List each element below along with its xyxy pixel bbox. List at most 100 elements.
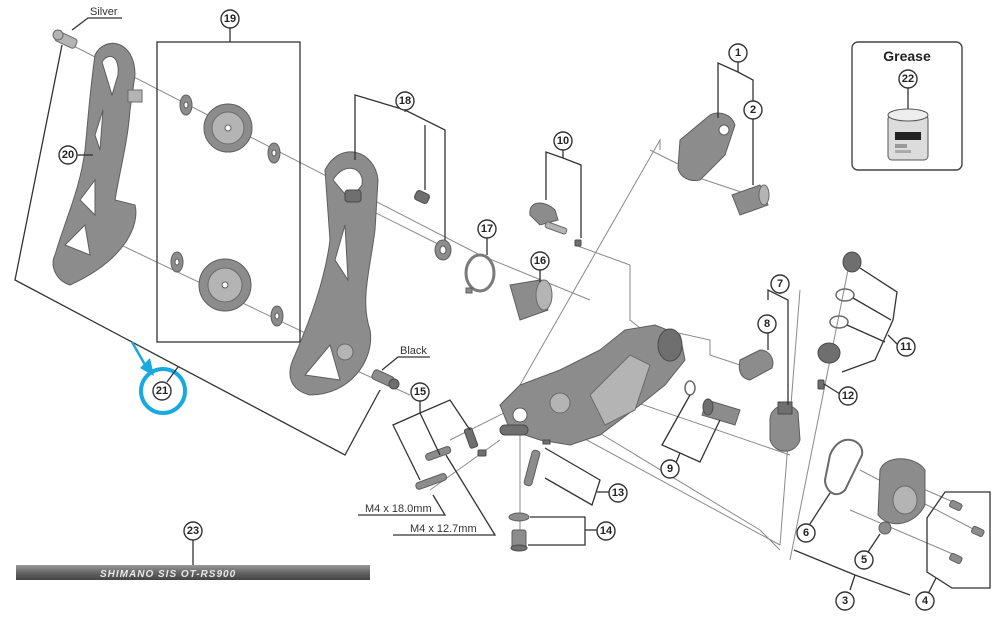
part-1-b-axle-link[interactable] <box>677 112 736 181</box>
part-17-ring[interactable] <box>464 253 496 294</box>
callout-17[interactable]: 17 <box>477 219 497 239</box>
part-18-inner-cage-plate[interactable] <box>289 151 452 396</box>
grease-title: Grease <box>883 48 931 64</box>
silver-bolt[interactable] <box>52 29 78 49</box>
callout-circle <box>220 9 240 29</box>
part-19-guide-pulley[interactable] <box>179 94 281 164</box>
bracket-21 <box>14 44 381 456</box>
callout-8[interactable]: 8 <box>757 314 777 334</box>
part-10-cable-fixing[interactable] <box>529 202 582 247</box>
callout-number: 16 <box>534 255 546 267</box>
part-23-cable-housing[interactable]: SHIMANO SIS OT-RS900 <box>16 565 370 580</box>
bracket-15 <box>392 399 471 481</box>
part-13-pin[interactable] <box>523 439 551 487</box>
callout-22[interactable]: 22 <box>898 69 918 89</box>
callout-circle <box>796 523 816 543</box>
callout-number: 9 <box>667 463 673 475</box>
callout-number: 18 <box>399 95 411 107</box>
part-2-b-axle[interactable] <box>731 184 770 216</box>
bracket-10 <box>545 150 582 238</box>
callout-circle <box>743 100 763 120</box>
part-9-adjuster[interactable] <box>684 380 741 426</box>
callout-number: 4 <box>922 595 929 607</box>
callout-circle <box>896 337 916 357</box>
callout-12[interactable]: 12 <box>838 386 858 406</box>
part-7-cable-guide[interactable] <box>769 401 801 452</box>
part-19-tension-pulley[interactable] <box>170 251 284 327</box>
callout-circle <box>660 459 680 479</box>
callout-number: 3 <box>842 595 848 607</box>
callout-circle <box>835 591 855 611</box>
callout-circle <box>838 386 858 406</box>
part-16-spring[interactable] <box>509 279 553 321</box>
callout-circle <box>770 274 790 294</box>
callout-20[interactable]: 20 <box>58 145 78 165</box>
callout-number: 14 <box>600 525 613 537</box>
callout-15[interactable]: 15 <box>410 382 430 402</box>
callout-13[interactable]: 13 <box>608 483 628 503</box>
callout-18[interactable]: 18 <box>395 91 415 111</box>
callout-number: 11 <box>900 341 912 353</box>
callout-number: 13 <box>612 487 624 499</box>
part-15-bolts[interactable] <box>415 427 487 490</box>
label-bolt-18mm: M4 x 18.0mm <box>365 503 432 515</box>
label-silver: Silver <box>90 6 118 18</box>
callout-3[interactable]: 3 <box>835 591 855 611</box>
callout-number: 15 <box>414 386 426 398</box>
callout-16[interactable]: 16 <box>530 251 550 271</box>
part-14-washer-bushing[interactable] <box>508 512 530 552</box>
callout-number: 7 <box>777 278 783 290</box>
black-bolt[interactable] <box>371 369 400 390</box>
callout-7[interactable]: 7 <box>770 274 790 294</box>
part-4-screws[interactable] <box>949 499 985 565</box>
callout-circle <box>152 381 172 401</box>
part-6-gasket[interactable] <box>823 438 864 496</box>
part-12-screw[interactable] <box>817 379 825 390</box>
callout-circle <box>854 550 874 570</box>
callout-circle <box>898 69 918 89</box>
grease-jar[interactable] <box>887 108 929 161</box>
callout-5[interactable]: 5 <box>854 550 874 570</box>
callout-number: 6 <box>803 527 809 539</box>
part-8-stopper[interactable] <box>738 349 774 381</box>
cable-print: SHIMANO SIS OT-RS900 <box>100 569 236 580</box>
callout-14[interactable]: 14 <box>596 521 616 541</box>
part-11-bushing-set[interactable] <box>817 251 862 364</box>
callout-21[interactable]: 21 <box>152 381 172 401</box>
callout-circle <box>596 521 616 541</box>
callout-number: 2 <box>750 104 756 116</box>
callout-23[interactable]: 23 <box>183 521 203 541</box>
label-bolt-12-7mm: M4 x 12.7mm <box>410 523 477 535</box>
label-black: Black <box>400 345 427 357</box>
callout-number: 23 <box>187 525 199 537</box>
callout-circle <box>915 591 935 611</box>
callout-circle <box>757 314 777 334</box>
callout-circle <box>410 382 430 402</box>
main-body-assembly[interactable] <box>499 324 686 446</box>
callout-1[interactable]: 1 <box>728 43 748 63</box>
callout-9[interactable]: 9 <box>660 459 680 479</box>
callout-2[interactable]: 2 <box>743 100 763 120</box>
callout-circle <box>728 43 748 63</box>
callout-number: 17 <box>481 223 493 235</box>
callout-number: 20 <box>62 149 74 161</box>
callout-circle <box>530 251 550 271</box>
callout-number: 5 <box>861 554 867 566</box>
callout-19[interactable]: 19 <box>220 9 240 29</box>
callout-4[interactable]: 4 <box>915 591 935 611</box>
callout-6[interactable]: 6 <box>796 523 816 543</box>
callout-number: 22 <box>902 73 914 85</box>
callout-10[interactable]: 10 <box>553 131 573 151</box>
callout-circle <box>395 91 415 111</box>
highlight-21 <box>130 341 187 415</box>
callout-circle <box>608 483 628 503</box>
callout-circle <box>477 219 497 239</box>
callout-number: 1 <box>735 47 741 59</box>
callout-circle <box>183 521 203 541</box>
part-5-cover[interactable] <box>877 458 926 535</box>
part-20-outer-cage-plate[interactable] <box>52 42 143 286</box>
callout-number: 12 <box>842 390 854 402</box>
callout-number: 19 <box>224 13 236 25</box>
callout-11[interactable]: 11 <box>896 337 916 357</box>
